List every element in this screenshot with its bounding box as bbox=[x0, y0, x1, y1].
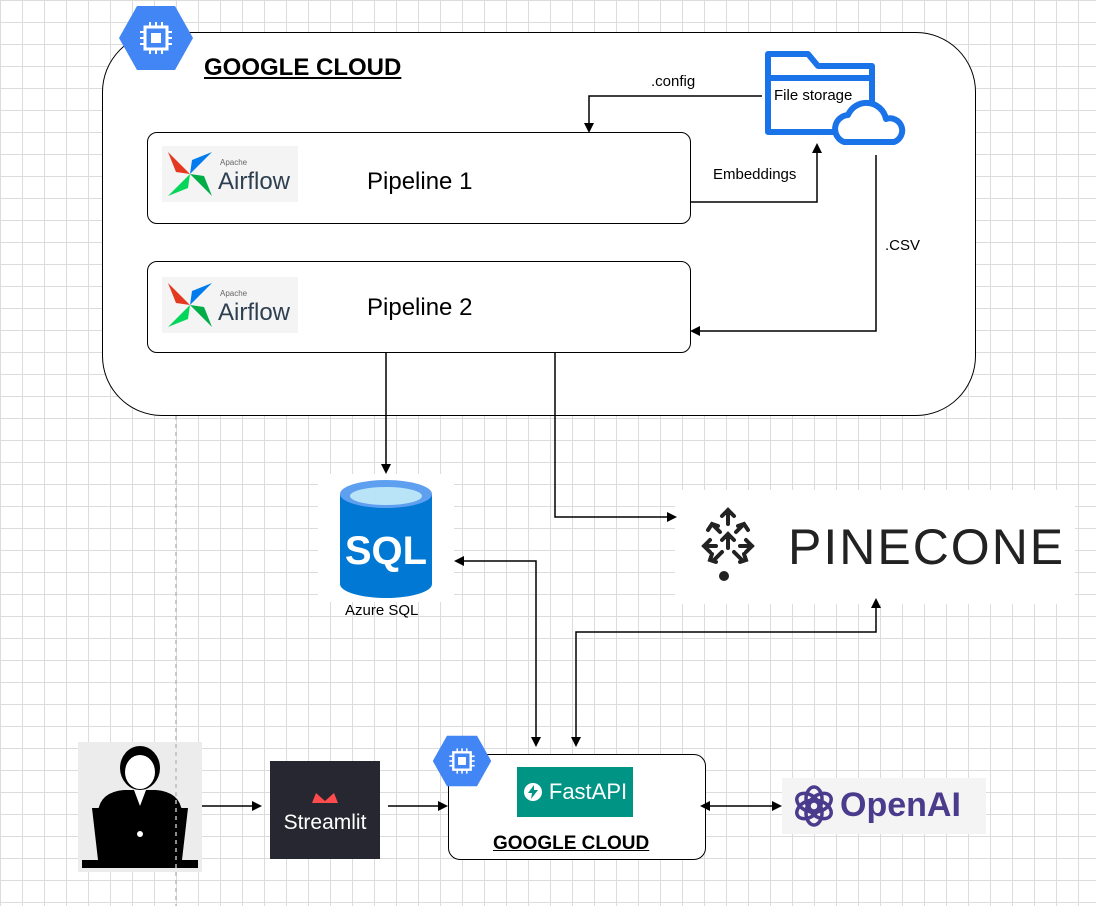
file-storage-node: File storage bbox=[760, 44, 906, 146]
azure-sql-label: Azure SQL bbox=[345, 602, 419, 619]
airflow-logo: Apache Airflow bbox=[162, 146, 298, 202]
file-storage-icon bbox=[765, 51, 906, 145]
pinecone-logo-icon bbox=[701, 507, 755, 581]
streamlit-wordmark: Streamlit bbox=[283, 811, 367, 834]
fastapi-bolt-icon bbox=[523, 783, 542, 801]
azure-sql-node: SQL bbox=[318, 474, 454, 602]
edge-label-csv: .CSV bbox=[885, 237, 921, 254]
user-laptop-icon bbox=[82, 746, 198, 868]
fastapi-logo: FastAPI bbox=[517, 767, 633, 817]
airflow-pinwheel-icon bbox=[168, 152, 212, 196]
edge-sql-fastapi-arrow bbox=[454, 556, 541, 747]
gcp-compute-icon bbox=[432, 735, 492, 787]
edge-label-embeddings: Embeddings bbox=[713, 166, 797, 183]
edge-csv-arrow bbox=[690, 155, 877, 336]
edge-pipeline2-pinecone-arrow bbox=[554, 353, 677, 522]
openai-wordmark: OpenAI bbox=[840, 786, 961, 824]
airflow-logo: Apache Airflow bbox=[162, 277, 298, 333]
airflow-pinwheel-icon bbox=[168, 283, 212, 327]
streamlit-node: Streamlit bbox=[270, 761, 380, 859]
streamlit-crown-icon bbox=[312, 793, 338, 803]
pinecone-wordmark: PINECONE bbox=[788, 519, 1066, 575]
google-cloud-title: GOOGLE CLOUD bbox=[204, 54, 402, 81]
gcp-compute-icon bbox=[119, 6, 193, 70]
sql-database-icon: SQL bbox=[340, 480, 432, 598]
user-node bbox=[78, 742, 202, 872]
pipeline-2-label: Pipeline 2 bbox=[367, 294, 473, 321]
airflow-word: Airflow bbox=[218, 168, 291, 195]
openai-logo-icon bbox=[795, 785, 833, 827]
pipeline-1-label: Pipeline 1 bbox=[367, 168, 473, 195]
edge-pinecone-fastapi-arrow bbox=[571, 598, 881, 747]
edge-config-arrow bbox=[584, 95, 762, 133]
edge-label-config: .config bbox=[651, 73, 696, 90]
airflow-apache-text: Apache bbox=[220, 289, 248, 298]
airflow-apache-text: Apache bbox=[220, 158, 248, 167]
airflow-word: Airflow bbox=[218, 299, 291, 326]
edge-embeddings-arrow bbox=[691, 143, 822, 203]
sql-icon-text: SQL bbox=[345, 529, 427, 573]
fastapi-wordmark: FastAPI bbox=[548, 779, 628, 804]
bottom-google-cloud-title: GOOGLE CLOUD bbox=[493, 833, 650, 854]
file-storage-label: File storage bbox=[774, 87, 853, 104]
